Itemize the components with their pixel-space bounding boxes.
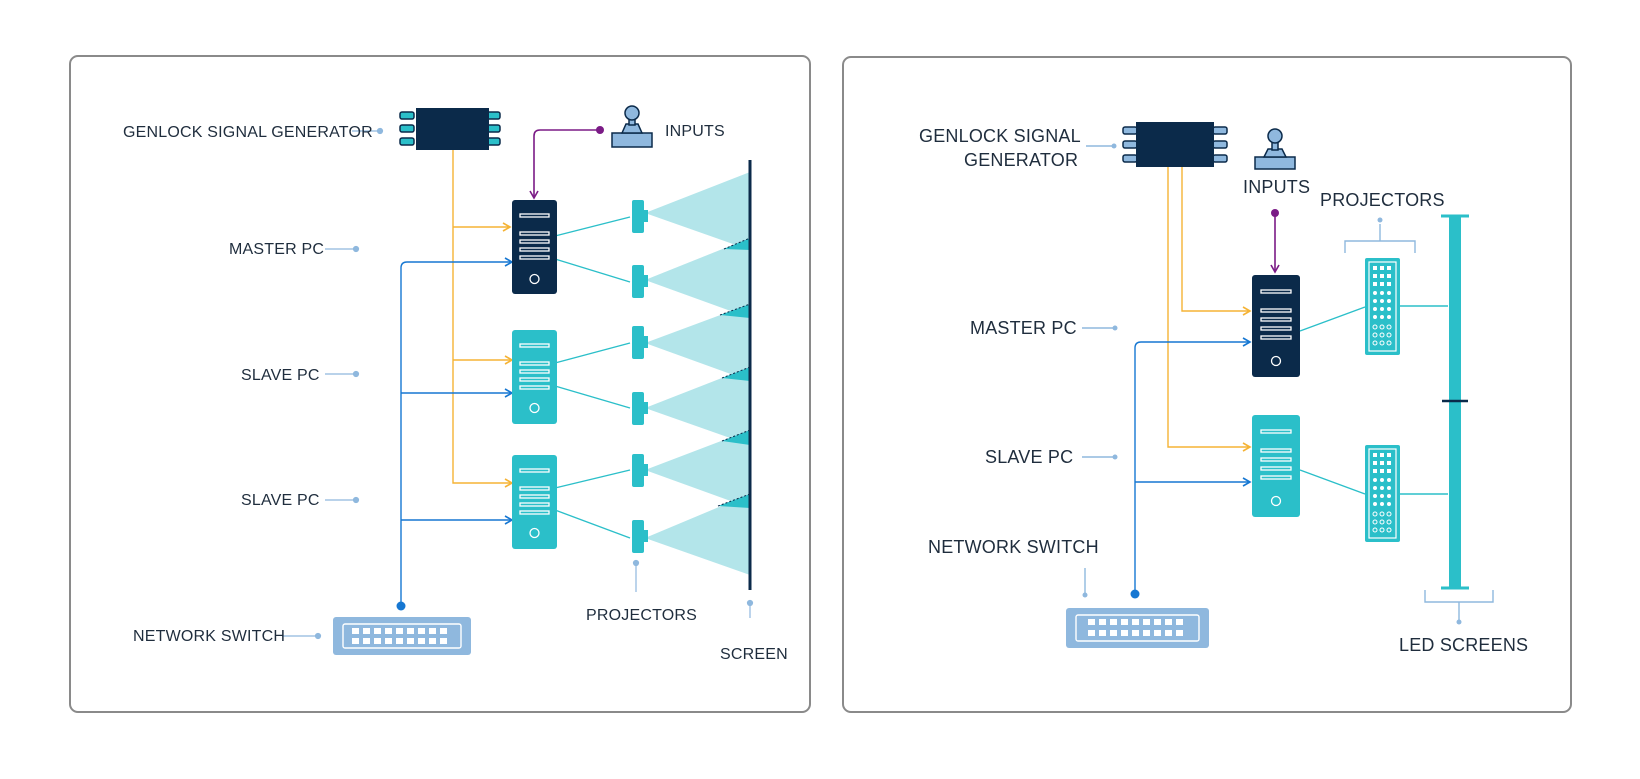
leader-dots xyxy=(1082,143,1462,625)
screen-label: SCREEN xyxy=(720,646,788,663)
led-panel-icon xyxy=(1365,258,1400,355)
input-connection xyxy=(1270,209,1280,274)
master-pc-label: MASTER PC xyxy=(229,241,324,258)
right-panel-frame xyxy=(842,56,1572,713)
label-leaders xyxy=(1082,145,1494,620)
video-connections xyxy=(554,216,631,539)
server-tower-icon xyxy=(512,200,557,294)
network-switch-label: NETWORK SWITCH xyxy=(928,537,1099,557)
genlock-connections xyxy=(1167,167,1252,452)
video-connections xyxy=(1299,305,1448,495)
genlock-label-line1: GENLOCK SIGNAL xyxy=(919,126,1081,146)
slave-pc-label-2: SLAVE PC xyxy=(241,492,320,509)
input-connection xyxy=(529,126,604,200)
network-switch-icon xyxy=(1066,608,1209,648)
network-connections xyxy=(1134,337,1252,593)
network-node xyxy=(396,601,406,611)
network-node xyxy=(1130,589,1140,599)
genlock-label: GENLOCK SIGNAL GENERATOR xyxy=(123,124,373,141)
server-tower-icon xyxy=(512,330,557,424)
joystick-icon xyxy=(611,105,653,148)
network-switch-label: NETWORK SWITCH xyxy=(133,628,285,645)
server-tower-icon xyxy=(1252,275,1300,377)
left-panel-frame xyxy=(69,55,811,713)
server-tower-icon xyxy=(1252,415,1300,517)
led-panel-icon xyxy=(1365,445,1400,542)
server-tower-icon xyxy=(512,455,557,549)
signal-generator-icon xyxy=(1122,122,1228,167)
left-panel: GENLOCK SIGNAL GENERATOR INPUTS MASTER P… xyxy=(69,55,811,713)
joystick-icon xyxy=(1254,128,1296,170)
slave-pc-label: SLAVE PC xyxy=(985,447,1073,467)
projectors-label: PROJECTORS xyxy=(586,607,697,624)
projector-icon xyxy=(632,200,648,553)
signal-generator-icon xyxy=(399,108,501,150)
led-screens-label: LED SCREENS xyxy=(1399,635,1528,655)
inputs-label: INPUTS xyxy=(665,123,725,140)
slave-pc-label-1: SLAVE PC xyxy=(241,367,320,384)
network-switch-icon xyxy=(333,617,471,655)
screen-icon xyxy=(645,160,752,590)
genlock-label-line2: GENERATOR xyxy=(964,150,1078,170)
inputs-label: INPUTS xyxy=(1243,177,1310,197)
label-leaders xyxy=(282,127,754,640)
right-panel: GENLOCK SIGNAL GENERATOR INPUTS PROJECTO… xyxy=(842,56,1572,713)
led-screen-icon xyxy=(1441,214,1469,590)
genlock-connections xyxy=(452,150,514,488)
network-connections xyxy=(400,257,514,605)
projectors-label: PROJECTORS xyxy=(1320,190,1445,210)
master-pc-label: MASTER PC xyxy=(970,318,1077,338)
